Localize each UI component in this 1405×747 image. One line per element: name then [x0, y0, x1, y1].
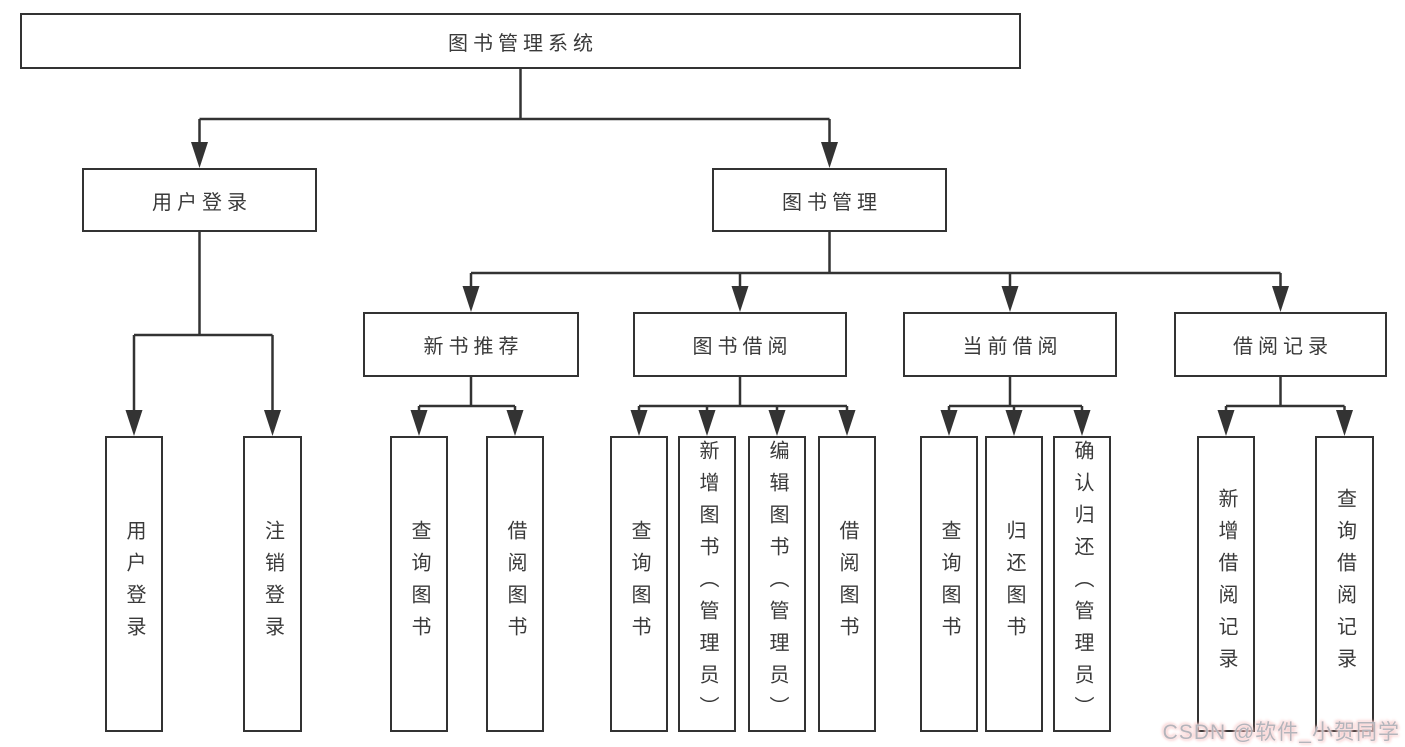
arrowhead-icon: [821, 142, 838, 168]
arrowhead-icon: [1217, 410, 1235, 436]
arrowhead-icon: [630, 410, 648, 436]
node-label: 借阅图书: [504, 520, 526, 648]
node-label: 用户登录: [123, 520, 145, 648]
arrowhead-icon: [1272, 286, 1289, 312]
node-leaf-borrowing-borrow-books: 借阅图书: [818, 436, 876, 732]
node-current-borrowing: 当前借阅: [903, 312, 1117, 377]
node-label: 新增图书（管理员）: [696, 440, 718, 728]
arrowhead-icon: [940, 410, 958, 436]
arrowhead-icon: [264, 410, 281, 436]
node-leaf-records-add-record: 新增借阅记录: [1197, 436, 1255, 732]
arrowhead-icon: [125, 410, 143, 436]
node-borrowing-records: 借阅记录: [1174, 312, 1387, 377]
node-label: 归还图书: [1003, 520, 1025, 648]
arrowhead-icon: [506, 410, 524, 436]
arrowhead-icon: [191, 142, 208, 168]
node-new-book-recommend: 新书推荐: [363, 312, 579, 377]
arrowhead-icon: [1073, 410, 1091, 436]
node-leaf-recommend-borrow-books: 借阅图书: [486, 436, 544, 732]
node-leaf-records-query-record: 查询借阅记录: [1315, 436, 1374, 732]
node-label: 查询图书: [408, 520, 430, 648]
node-leaf-user-login: 用户登录: [105, 436, 163, 732]
node-label: 确认归还（管理员）: [1071, 440, 1093, 728]
node-label: 借阅图书: [836, 520, 858, 648]
node-book-management: 图书管理: [712, 168, 947, 232]
node-user-login: 用户登录: [82, 168, 317, 232]
arrowhead-icon: [462, 286, 480, 312]
node-label: 借阅记录: [1233, 336, 1333, 358]
node-label: 图书管理系统: [448, 32, 598, 55]
node-label: 查询借阅记录: [1333, 488, 1356, 680]
node-leaf-borrowing-query-books: 查询图书: [610, 436, 668, 732]
arrowhead-icon: [838, 410, 856, 436]
node-leaf-current-return-books: 归还图书: [985, 436, 1043, 732]
arrowhead-icon: [1336, 410, 1353, 436]
node-label: 查询图书: [938, 520, 960, 648]
arrowhead-icon: [768, 410, 786, 436]
arrowhead-icon: [410, 410, 428, 436]
node-leaf-recommend-query-books: 查询图书: [390, 436, 448, 732]
arrowhead-icon: [698, 410, 716, 436]
node-label: 图书借阅: [692, 336, 793, 358]
node-label: 注销登录: [261, 520, 284, 648]
node-leaf-borrowing-add-books: 新增图书（管理员）: [678, 436, 736, 732]
arrowhead-icon: [1001, 286, 1019, 312]
arrowhead-icon: [731, 286, 749, 312]
node-leaf-current-confirm-return: 确认归还（管理员）: [1053, 436, 1111, 732]
node-label: 新书推荐: [423, 336, 524, 358]
node-label: 图书管理: [782, 191, 882, 214]
node-library-system: 图书管理系统: [20, 13, 1021, 69]
node-label: 用户登录: [152, 191, 252, 214]
node-label: 编辑图书（管理员）: [766, 440, 788, 728]
arrowhead-icon: [1005, 410, 1023, 436]
node-label: 新增借阅记录: [1215, 488, 1237, 680]
node-book-borrowing: 图书借阅: [633, 312, 847, 377]
csdn-watermark: CSDN @软件_小贺同学: [1162, 721, 1400, 744]
node-leaf-borrowing-edit-books: 编辑图书（管理员）: [748, 436, 806, 732]
node-leaf-logout: 注销登录: [243, 436, 302, 732]
node-label: 当前借阅: [962, 336, 1063, 358]
node-label: 查询图书: [628, 520, 650, 648]
node-leaf-current-query-books: 查询图书: [920, 436, 978, 732]
